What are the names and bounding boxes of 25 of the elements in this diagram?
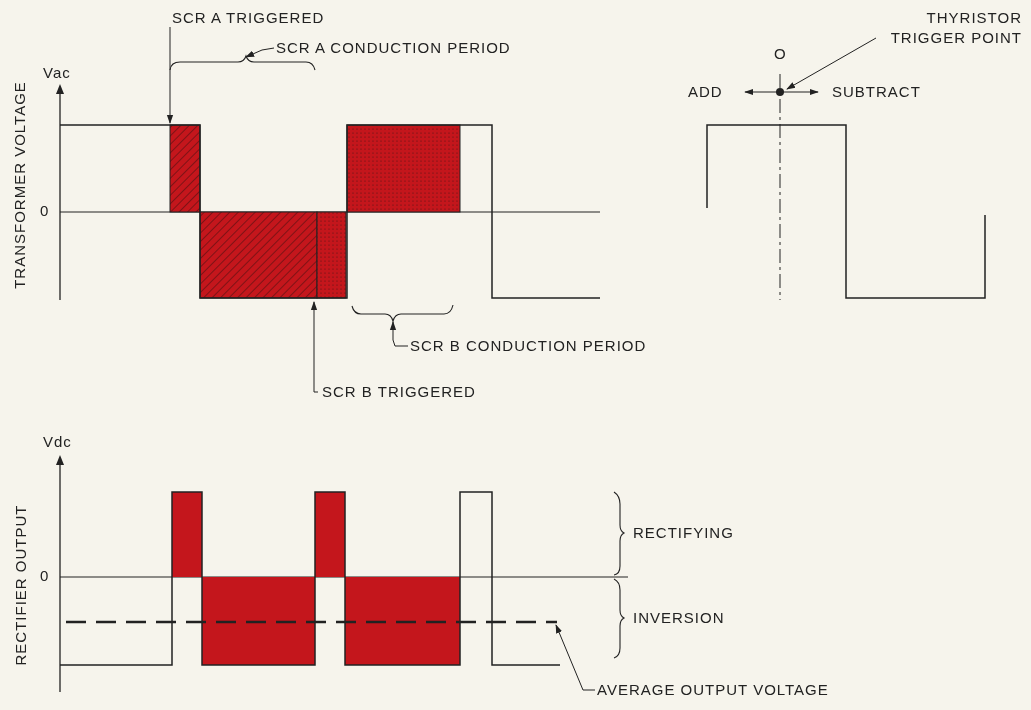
leader-arrow: [555, 624, 596, 691]
axis-label: Vac: [43, 64, 71, 82]
direction-label: SUBTRACT: [832, 83, 921, 101]
direction-label: ADD: [688, 83, 723, 101]
axis-title: RECTIFIER OUTPUT: [11, 504, 29, 666]
tick-label: 0: [40, 202, 50, 220]
annotation-label: SCR A CONDUCTION PERIOD: [276, 39, 511, 57]
leader-arrow: [786, 37, 877, 90]
region-label: INVERSION: [633, 609, 725, 627]
tick-label: 0: [40, 567, 50, 585]
region-label: RECTIFYING: [633, 524, 734, 542]
annotation-label: AVERAGE OUTPUT VOLTAGE: [597, 681, 829, 699]
annotation-label: SCR B CONDUCTION PERIOD: [410, 337, 647, 355]
leader-arrow: [166, 26, 174, 124]
axis-title: TRANSFORMER VOLTAGE: [11, 81, 29, 289]
bracket: [169, 55, 316, 71]
origin-label: O: [774, 45, 787, 63]
leader-arrow: [310, 301, 319, 393]
annotation-label: SCR B TRIGGERED: [322, 383, 476, 401]
leader-arrow: [245, 47, 275, 58]
bracket: [351, 304, 454, 322]
leader-arrow: [389, 321, 409, 347]
annotation-label: SCR A TRIGGERED: [172, 9, 325, 27]
axis-label: Vdc: [43, 433, 72, 451]
annotation-label: THYRISTOR TRIGGER POINT: [876, 8, 1022, 48]
